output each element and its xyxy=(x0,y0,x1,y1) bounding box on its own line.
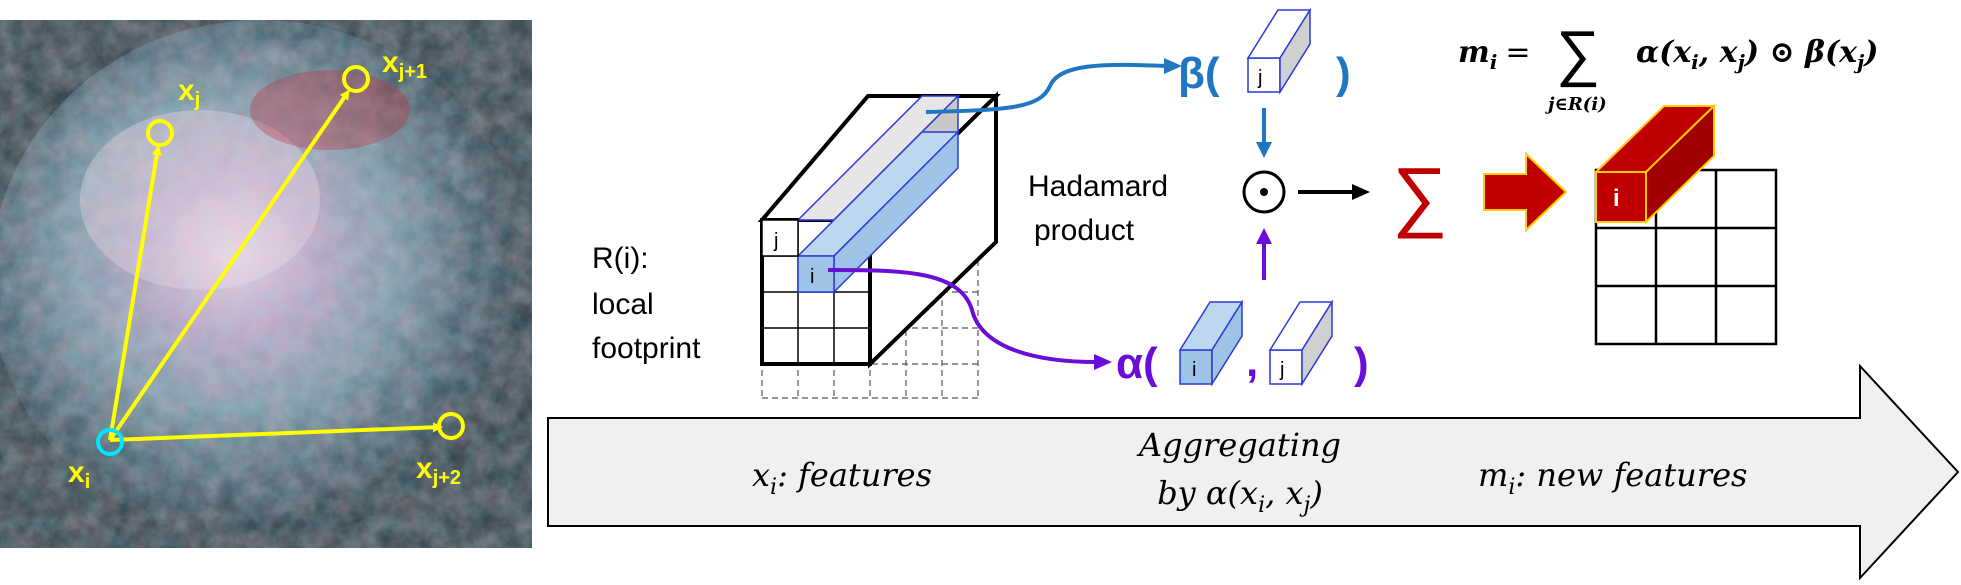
process-arrow-banner xyxy=(547,363,1960,581)
label-xj1: xj+1 xyxy=(382,46,427,83)
alpha-open: α( xyxy=(1116,339,1158,388)
column-i xyxy=(796,130,960,294)
svg-text:R(i):: R(i): xyxy=(592,242,649,275)
alpha-close: ) xyxy=(1354,339,1369,388)
svg-text:local: local xyxy=(592,288,654,321)
aggregation-formula: mi= ∑ j∈R(i) α(xi, xj) ⊙ β(xj) xyxy=(1458,19,1879,115)
label-xi: xi xyxy=(68,456,90,493)
cube-label-i: i xyxy=(810,266,814,288)
cube-label-j: j xyxy=(773,230,778,252)
beta-open: β( xyxy=(1178,49,1220,98)
hadamard-symbol xyxy=(1242,170,1286,214)
point-xj2 xyxy=(437,412,465,440)
beta-connector-curve xyxy=(925,62,1169,114)
output-cell-label: i xyxy=(1613,185,1620,212)
label-xj: xj xyxy=(178,74,200,111)
beta-close: ) xyxy=(1336,49,1351,98)
arrow-to-xj xyxy=(108,145,162,441)
arrow-to-xj2 xyxy=(109,422,443,442)
point-xj1 xyxy=(342,65,370,93)
footprint-label: R(i): local footprint xyxy=(592,242,701,365)
svg-text:α(xi, xj) ⊙ β(xj): α(xi, xj) ⊙ β(xj) xyxy=(1636,35,1879,74)
alpha-connector-curve xyxy=(827,268,1097,364)
alpha-comma: , xyxy=(1246,337,1258,386)
svg-text:∑: ∑ xyxy=(1556,19,1600,88)
banner-center-line1: Aggregating xyxy=(1136,426,1341,464)
vector-arrows xyxy=(108,89,443,442)
svg-text:j∈R(i): j∈R(i) xyxy=(1545,94,1607,115)
output-feature-column xyxy=(1593,103,1717,225)
banner-left-text: xi: features xyxy=(752,456,932,500)
arrow-to-xj1 xyxy=(108,89,350,442)
banner-center-line2: by α(xi, xj) xyxy=(1157,474,1323,518)
point-xi xyxy=(96,428,124,456)
svg-text:product: product xyxy=(1034,214,1135,247)
banner-right-text: mi: new features xyxy=(1478,456,1747,500)
nebula-image xyxy=(0,20,532,548)
red-block-arrow xyxy=(1483,151,1568,233)
cell-j xyxy=(761,219,799,257)
point-xj xyxy=(146,119,174,147)
svg-text:mi=: mi= xyxy=(1458,35,1531,74)
alpha-feature-box-i xyxy=(1178,299,1244,387)
sum-symbol: ∑ xyxy=(1392,151,1448,239)
hadamard-label: Hadamard product xyxy=(1028,170,1168,247)
svg-text:Hadamard: Hadamard xyxy=(1028,170,1168,203)
label-xj2: xj+2 xyxy=(416,452,461,489)
alpha-box1-label: i xyxy=(1192,359,1196,381)
beta-feature-box xyxy=(1246,7,1312,95)
svg-text:footprint: footprint xyxy=(592,332,701,365)
alpha-feature-box-j xyxy=(1268,299,1334,387)
alpha-box2-label: j xyxy=(1279,359,1284,381)
beta-box-label: j xyxy=(1257,67,1262,89)
